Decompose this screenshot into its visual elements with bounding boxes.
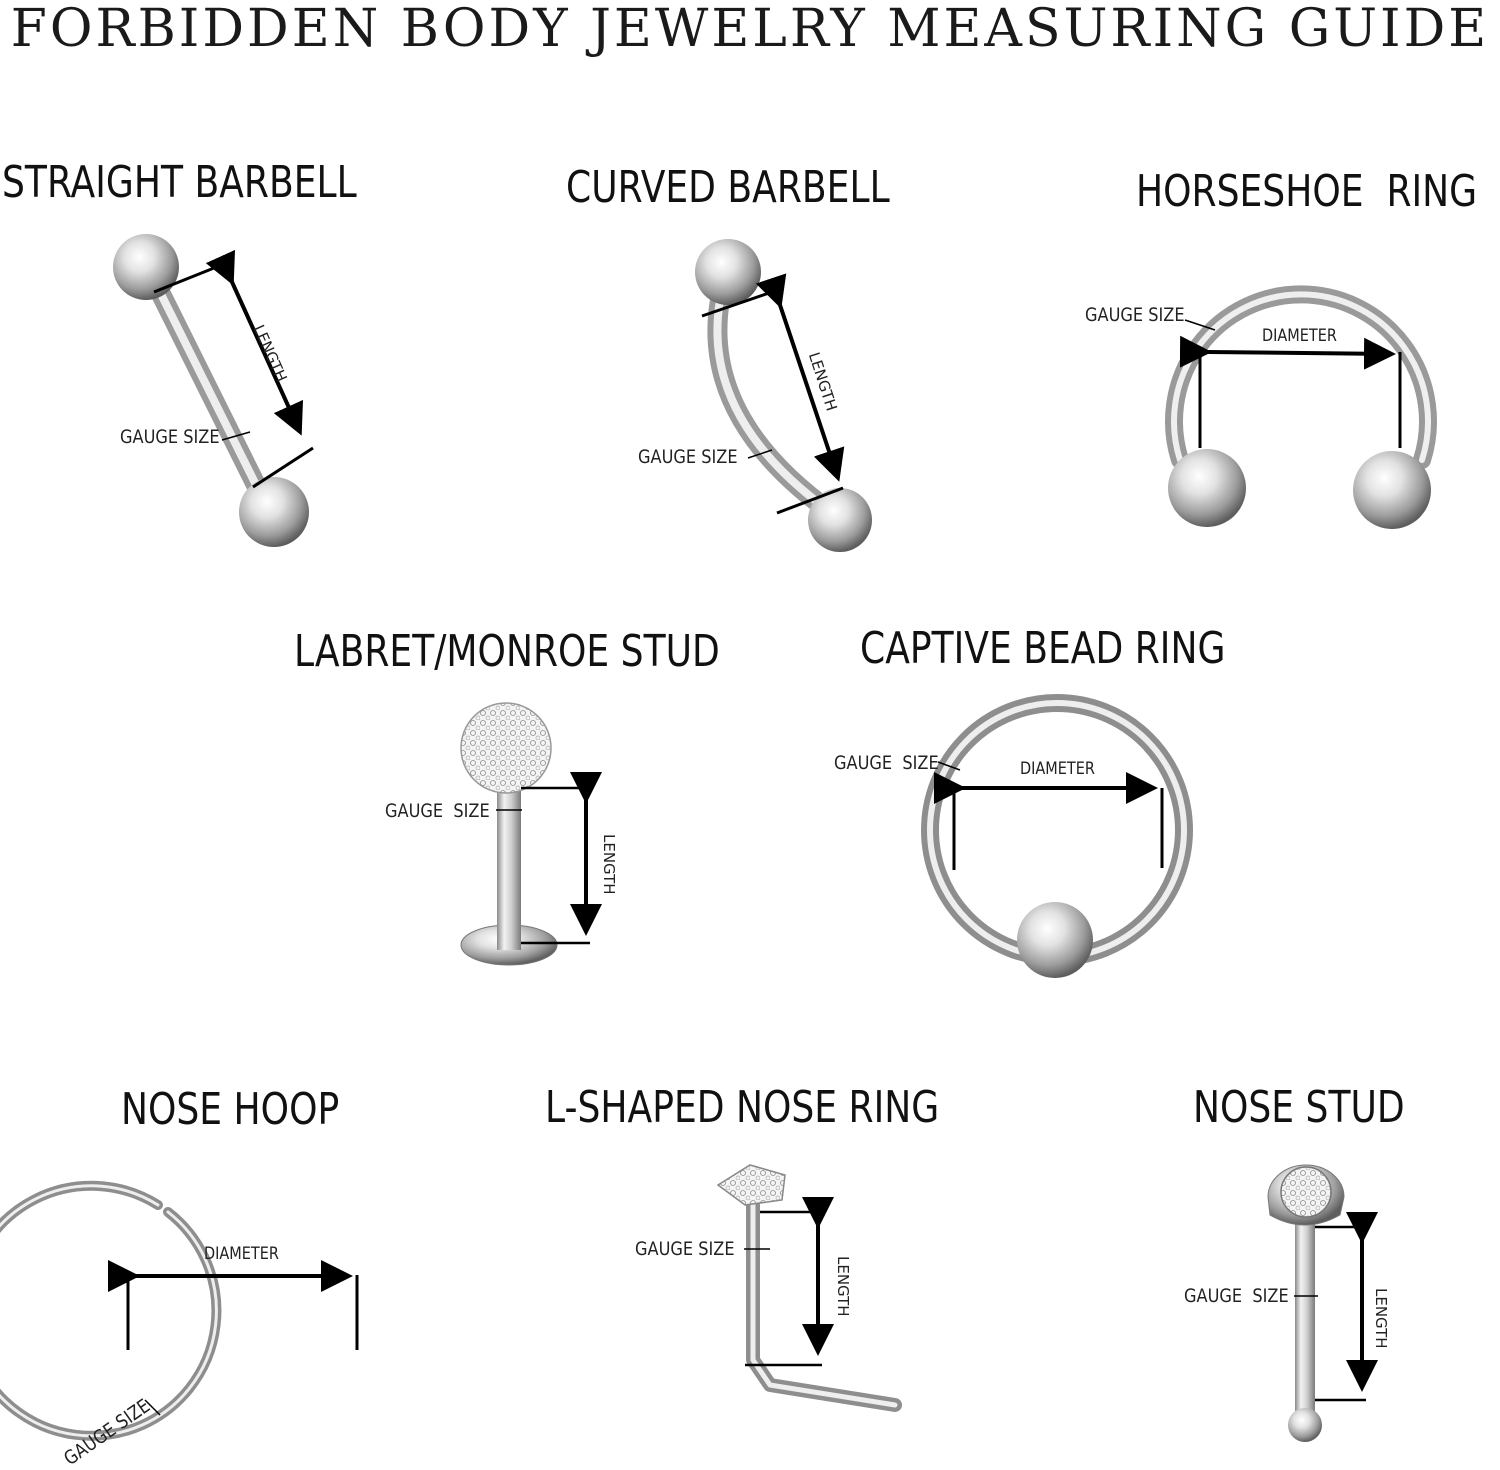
l-shaped-nose-ring-illustration <box>716 1164 902 1412</box>
curved-barbell-gauge-label: GAUGE SIZE <box>638 446 738 468</box>
labret-stud-illustration <box>460 702 602 966</box>
straight-barbell-illustration <box>113 234 314 547</box>
page-title: Forbidden Body Jewelry Measuring Guide <box>10 0 1490 59</box>
horseshoe-gauge-label: GAUGE SIZE <box>1085 304 1185 326</box>
heading-nose-hoop: NOSE HOOP <box>121 1084 340 1135</box>
nose-stud-illustration <box>1267 1164 1378 1442</box>
nose-stud-gauge-label: GAUGE SIZE <box>1184 1285 1289 1307</box>
nose-hoop-illustration <box>0 1180 359 1441</box>
heading-labret-stud: LABRET/MONROE STUD <box>294 626 720 677</box>
l-shaped-length-label: LENGTH <box>834 1256 852 1317</box>
labret-length-label: LENGTH <box>600 834 618 895</box>
nose-hoop-diameter-label: DIAMETER <box>204 1244 279 1264</box>
horseshoe-diameter-label: DIAMETER <box>1262 326 1337 346</box>
heading-nose-stud: NOSE STUD <box>1193 1082 1405 1133</box>
straight-barbell-gauge-label: GAUGE SIZE <box>120 426 220 448</box>
captive-bead-ring-illustration <box>921 694 1193 978</box>
heading-horseshoe-ring: HORSESHOE RING <box>1136 166 1478 217</box>
heading-captive-bead-ring: CAPTIVE BEAD RING <box>860 623 1226 674</box>
l-shaped-gauge-label: GAUGE SIZE <box>635 1238 735 1260</box>
captive-bead-gauge-label: GAUGE SIZE <box>834 752 939 774</box>
heading-l-shaped-nose-ring: L-SHAPED NOSE RING <box>545 1082 940 1133</box>
heading-straight-barbell: STRAIGHT BARBELL <box>2 157 357 208</box>
nose-stud-length-label: LENGTH <box>1372 1288 1390 1349</box>
curved-barbell-illustration <box>695 239 872 552</box>
labret-gauge-label: GAUGE SIZE <box>385 800 490 822</box>
horseshoe-ring-illustration <box>1165 285 1437 529</box>
heading-curved-barbell: CURVED BARBELL <box>566 162 890 213</box>
captive-bead-diameter-label: DIAMETER <box>1020 759 1095 779</box>
